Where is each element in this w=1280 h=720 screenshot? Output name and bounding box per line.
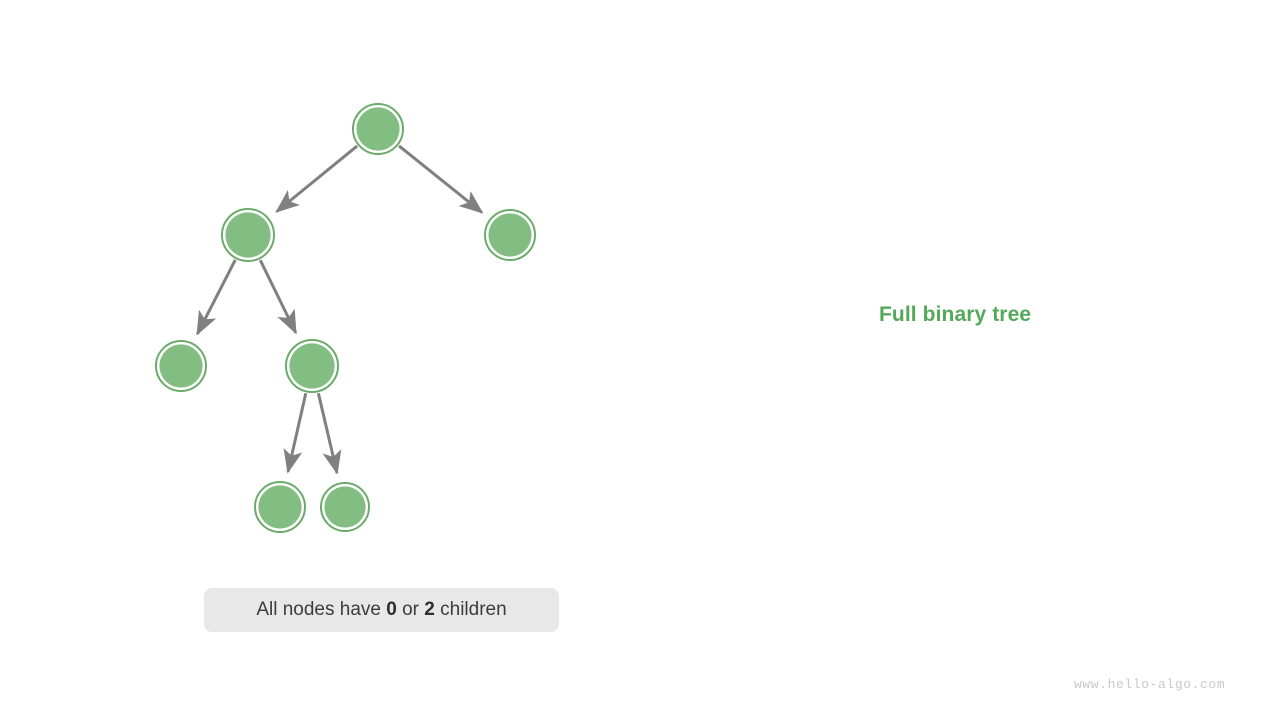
tree-edge-n2-to-n5	[258, 259, 298, 335]
tree-edge-n5-to-n7	[316, 392, 342, 475]
tree-node-gap	[157, 342, 205, 390]
tree-node-ring	[254, 481, 306, 533]
tree-node-fill	[356, 107, 400, 151]
tree-node-ring	[320, 482, 370, 532]
tree-node-ring	[484, 209, 536, 261]
tree-edge-layer	[196, 144, 484, 475]
tree-node-gap	[322, 484, 368, 530]
tree-edge-n5-to-n6	[283, 392, 308, 474]
tree-node-gap	[354, 105, 402, 153]
tree-node-ring	[221, 208, 275, 262]
tree-node-n6[interactable]	[254, 481, 306, 533]
tree-node-ring	[285, 339, 339, 393]
tree-node-ring	[352, 103, 404, 155]
tree-node-fill	[159, 344, 203, 388]
page-title: Full binary tree	[879, 303, 1032, 326]
tree-node-n3[interactable]	[484, 209, 536, 261]
caption-count-zero: 0	[386, 599, 397, 620]
tree-node-fill	[225, 212, 271, 258]
caption-suffix: children	[434, 599, 507, 620]
tree-node-layer	[155, 103, 536, 533]
watermark: www.hello-algo.com	[1074, 677, 1226, 692]
tree-node-n2[interactable]	[221, 208, 275, 262]
tree-node-fill	[289, 343, 335, 389]
tree-node-fill	[488, 213, 532, 257]
tree-node-root[interactable]	[352, 103, 404, 155]
tree-node-n7[interactable]	[320, 482, 370, 532]
caption-box: All nodes have 0 or 2 children	[204, 588, 559, 632]
tree-node-gap	[223, 210, 273, 260]
tree-node-gap	[287, 341, 337, 391]
tree-node-n4[interactable]	[155, 340, 207, 392]
tree-edge-root-to-n2	[275, 144, 359, 213]
caption-conjunction: or	[396, 599, 425, 620]
caption-text: All nodes have 0 or 2 children	[256, 599, 506, 621]
tree-node-n5[interactable]	[285, 339, 339, 393]
tree-node-fill	[324, 486, 366, 528]
tree-edge-n2-to-n4	[196, 259, 237, 336]
tree-edge-root-to-n3	[398, 144, 484, 214]
caption-prefix: All nodes have	[256, 599, 387, 620]
caption-count-two: 2	[424, 599, 435, 620]
tree-node-gap	[256, 483, 304, 531]
tree-node-fill	[258, 485, 302, 529]
tree-node-gap	[486, 211, 534, 259]
tree-node-ring	[155, 340, 207, 392]
